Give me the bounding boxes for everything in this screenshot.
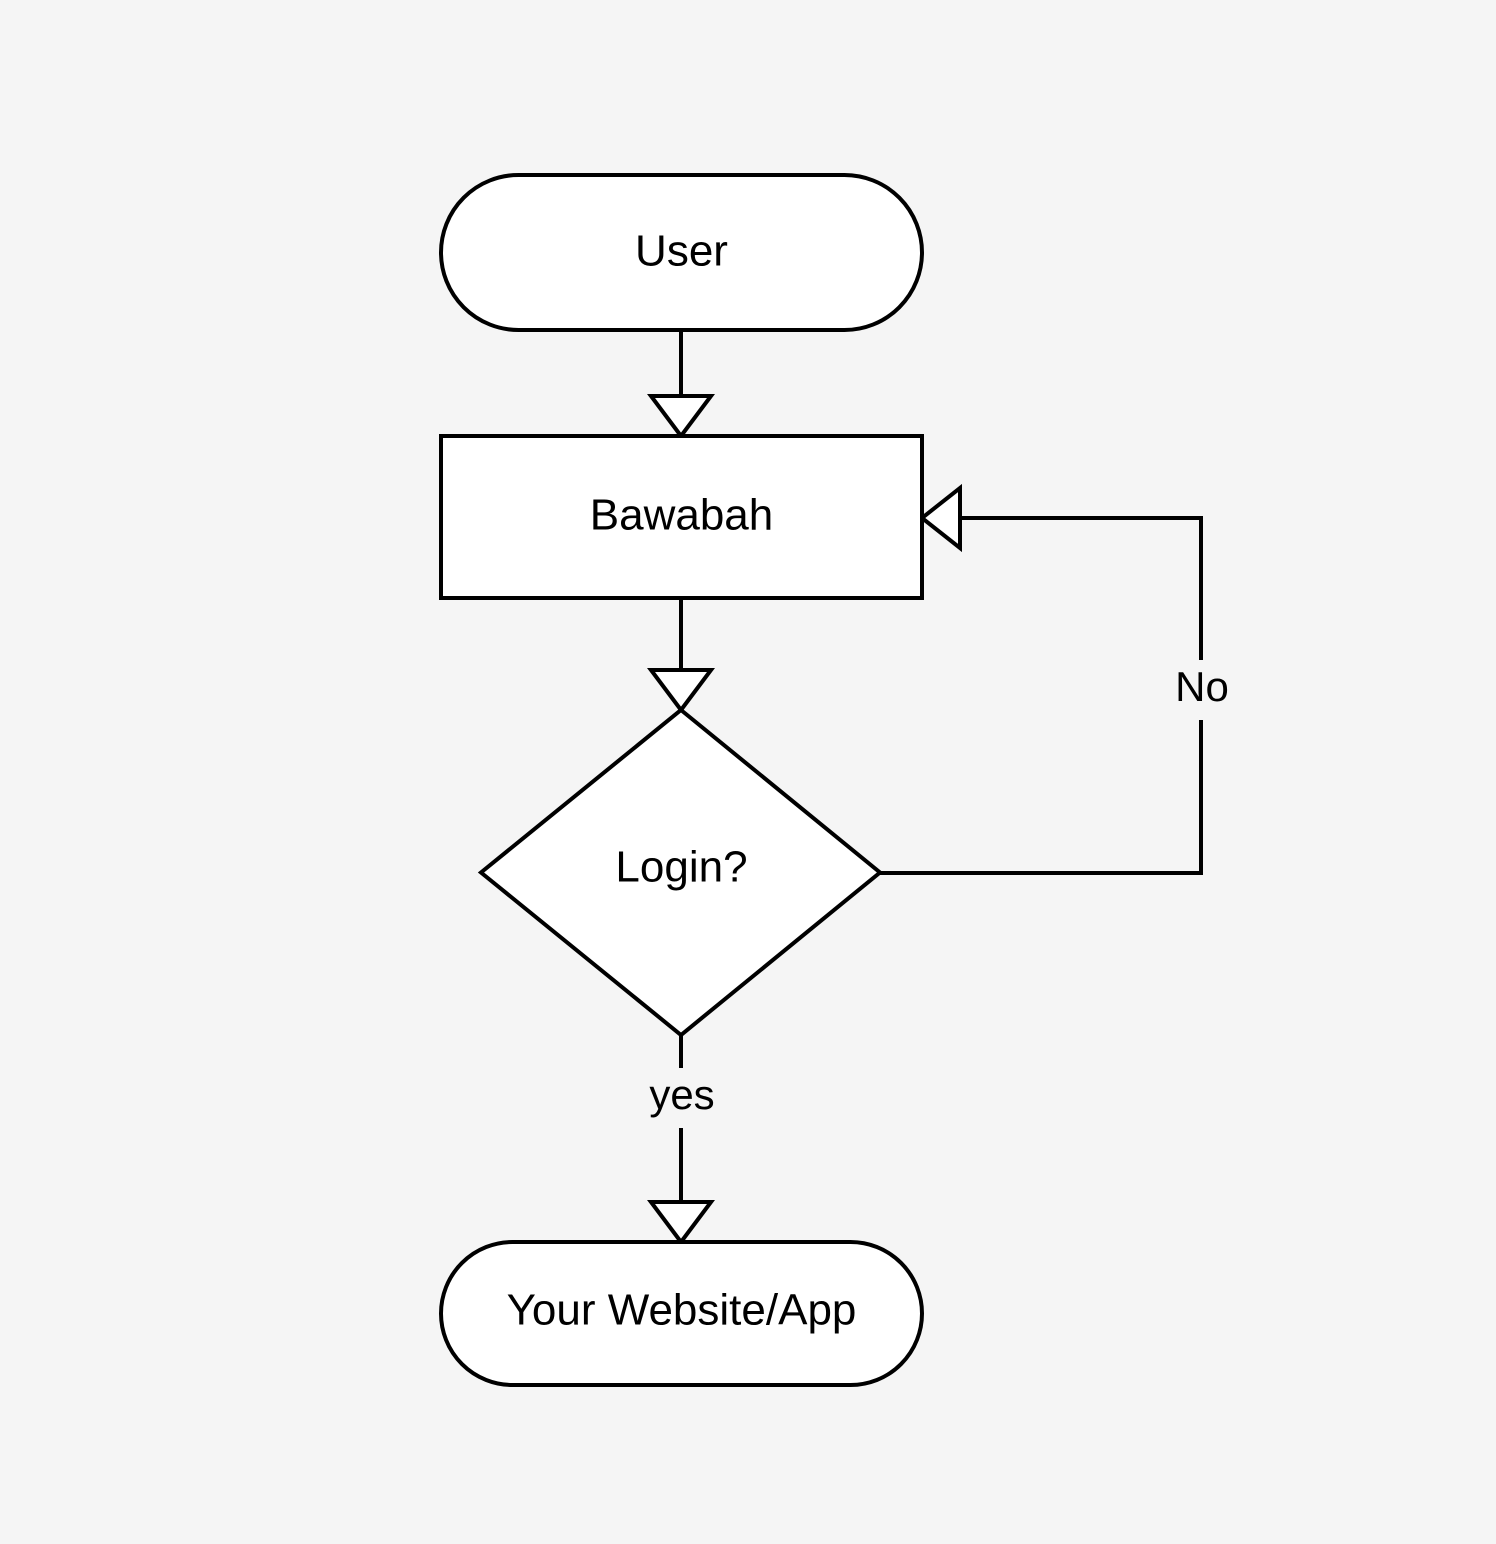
node-user[interactable]: User	[439, 173, 924, 332]
arrowhead-down-icon	[647, 394, 715, 440]
node-user-shape[interactable]	[439, 173, 924, 332]
node-website-app-label: Your Website/App	[507, 1286, 857, 1335]
edge-login-no-to-bawabah	[880, 483, 1203, 875]
edge-label-yes-backdrop	[641, 1068, 721, 1128]
arrowhead-left-icon	[918, 483, 962, 553]
node-website-app-shape[interactable]	[439, 1240, 924, 1387]
node-bawabah[interactable]: Bawabah	[439, 434, 924, 600]
node-bawabah-shape[interactable]	[439, 434, 924, 600]
edge-label-no-backdrop	[1168, 660, 1244, 720]
node-login-shape[interactable]	[477, 707, 884, 1038]
edge-label-no-text: No	[1175, 663, 1229, 710]
node-user-label: User	[635, 227, 728, 276]
edge-label-yes-text: yes	[649, 1071, 714, 1118]
node-login-decision[interactable]: Login?	[477, 707, 884, 1038]
edge-line-login-no-bawabah	[880, 516, 1203, 875]
edge-label-yes: yes	[641, 1068, 721, 1128]
edge-label-no: No	[1168, 660, 1244, 720]
edge-bawabah-to-login	[647, 598, 715, 714]
node-bawabah-label: Bawabah	[590, 491, 773, 540]
edge-user-to-bawabah	[647, 330, 715, 440]
node-website-app[interactable]: Your Website/App	[439, 1240, 924, 1387]
arrowhead-down-icon	[647, 1200, 715, 1246]
edge-login-yes-to-website	[647, 1035, 715, 1246]
arrowhead-down-icon	[647, 668, 715, 714]
node-login-label: Login?	[615, 843, 747, 892]
